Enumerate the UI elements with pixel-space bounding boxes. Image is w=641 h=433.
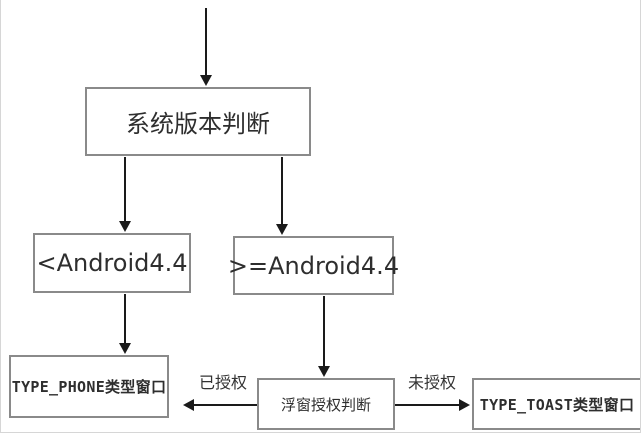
- node-type-toast: TYPE_TOAST类型窗口: [472, 378, 640, 430]
- node-type-toast-label: TYPE_TOAST类型窗口: [479, 395, 635, 414]
- edge-gte-branch-line: [281, 157, 283, 225]
- node-version-check: 系统版本判断: [85, 87, 311, 156]
- arrowhead-down-icon: [276, 224, 288, 235]
- arrowhead-down-icon: [200, 75, 212, 86]
- node-lt-android44: <Android4.4: [33, 233, 191, 293]
- edge-phone-line: [124, 294, 126, 344]
- node-gte-android44-label: >=Android4.4: [227, 251, 400, 280]
- arrowhead-down-icon: [318, 366, 330, 377]
- node-type-phone-label: TYPE_PHONE类型窗口: [11, 378, 167, 396]
- edge-label-authorized: 已授权: [198, 373, 247, 392]
- node-lt-android44-label: <Android4.4: [36, 249, 188, 277]
- edge-authorized-line: [193, 404, 257, 406]
- arrowhead-down-icon: [119, 221, 131, 232]
- arrowhead-right-icon: [459, 399, 470, 411]
- node-float-permission-check: 浮窗授权判断: [257, 378, 395, 430]
- node-type-phone: TYPE_PHONE类型窗口: [9, 355, 169, 418]
- arrowhead-down-icon: [119, 343, 131, 354]
- edge-entry-line: [205, 8, 207, 77]
- node-float-permission-check-label: 浮窗授权判断: [280, 395, 371, 414]
- edge-permission-line: [323, 296, 325, 367]
- edge-lt-branch-line: [124, 157, 126, 222]
- edge-unauthorized-line: [395, 404, 461, 406]
- node-gte-android44: >=Android4.4: [228, 236, 399, 295]
- edge-label-unauthorized: 未授权: [407, 373, 456, 392]
- node-version-check-label: 系统版本判断: [126, 110, 270, 138]
- arrowhead-left-icon: [183, 399, 194, 411]
